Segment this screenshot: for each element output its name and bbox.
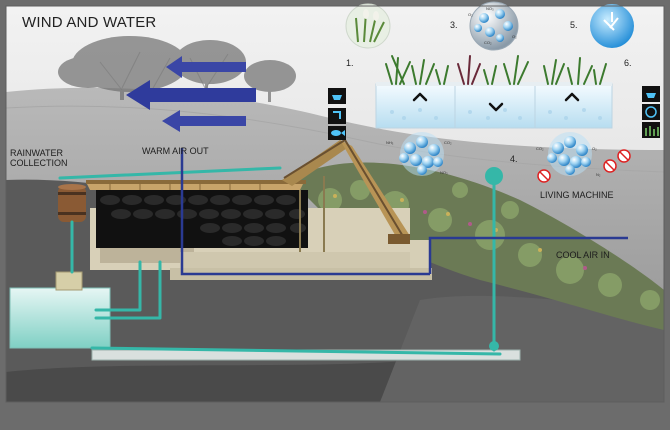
no-smell-icon — [618, 150, 630, 162]
step-number-6: 6. — [624, 58, 632, 68]
step-number-5: 5. — [570, 20, 578, 30]
faucet-icon — [328, 108, 346, 124]
molecule-label: NO₃ — [440, 170, 448, 175]
molecule-label: NO₃ — [486, 6, 494, 11]
living-machine-label: LIVING MACHINE — [540, 190, 614, 200]
tyre-wall — [96, 190, 308, 248]
molecule-label: CO₂ — [536, 146, 544, 151]
left-icon-panel — [328, 88, 346, 140]
step-number-3: 3. — [450, 20, 458, 30]
plant-photo-circle — [346, 4, 390, 48]
warm-air-out-label: WARM AIR OUT — [142, 146, 209, 156]
right-icon-panel — [642, 86, 660, 138]
diagram-title: WIND AND WATER — [22, 14, 156, 31]
living-machine-tanks — [376, 82, 612, 128]
molecule-circle — [470, 2, 518, 50]
step-number-1: 1. — [346, 58, 354, 68]
floor-slab — [180, 252, 410, 270]
rainwater-label-line2: COLLECTION — [10, 158, 68, 168]
molecule-label: CO₂ — [484, 40, 492, 45]
molecule-label: N₂ — [596, 172, 600, 177]
no-smell-icon — [538, 170, 550, 182]
molecule-label: O₂ — [512, 34, 517, 39]
well-head — [485, 167, 503, 185]
pipe-junction — [489, 341, 499, 351]
step-number-4: 4. — [510, 154, 518, 164]
rainwater-label-line1: RAINWATER — [10, 148, 68, 158]
molecule-label: O₂ — [592, 146, 597, 151]
molecule-label: O₂ — [468, 12, 473, 17]
rainwater-collection-label: RAINWATER COLLECTION — [10, 148, 68, 168]
molecule-label: CO₂ — [444, 140, 452, 145]
molecule-label: NH₃ — [386, 140, 393, 145]
globe-circle — [590, 4, 634, 48]
cool-air-in-label: COOL AIR IN — [556, 250, 610, 260]
roof — [86, 180, 306, 190]
rain-barrel — [58, 184, 86, 222]
no-smell-icon — [604, 160, 616, 172]
